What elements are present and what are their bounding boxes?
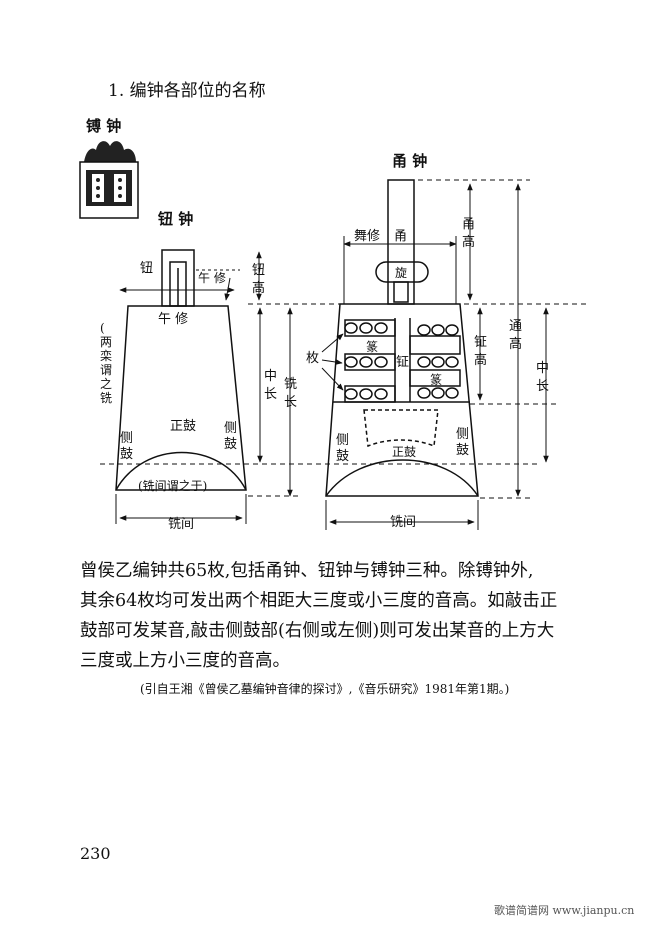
section-heading: 1. 编钟各部位的名称: [108, 81, 266, 101]
liang-luan-char-1: (: [100, 321, 105, 335]
tong-gao-char-2: 高: [509, 336, 522, 352]
niu-cegu-left-2: 鼓: [120, 447, 133, 462]
body-line-4: 三度或上方小三度的音高。: [80, 651, 290, 671]
citation: (引自王湘《曾侯乙墓编钟音律的探讨》,《音乐研究》1981年第1期。): [140, 682, 510, 696]
mei-knobs: [344, 322, 459, 400]
yong-cegu-right-1: 侧: [456, 427, 469, 442]
niu-xianchang-char-2: 长: [284, 395, 297, 410]
liang-luan-char-6: 铣: [100, 391, 112, 405]
body-line-3: 鼓部可发某音,敲击侧鼓部(右侧或左侧)则可发出某音的上方大: [80, 621, 555, 641]
bo-bell-illustration: [79, 141, 139, 219]
page-number: 230: [80, 844, 111, 863]
mei-label: 枚: [306, 351, 319, 366]
liang-luan-char-5: 之: [100, 377, 112, 391]
zheng-gao-char-2: 高: [474, 352, 487, 368]
niu-xianjian-label: 铣间: [168, 517, 194, 532]
body-line-2: 其余64枚均可发出两个相距大三度或小三度的音高。如敲击正: [80, 591, 558, 611]
niu-wuxiu-top-label: 午 修: [198, 270, 226, 285]
zhuan-label-2: 篆: [430, 372, 442, 387]
niu-wuxiu-label: 午 修: [158, 312, 188, 327]
niu-cegu-right-2: 鼓: [224, 437, 237, 452]
tong-gao-char-1: 通: [509, 319, 522, 334]
yong-xianjian-label: 铣间: [390, 515, 416, 530]
yong-cegu-right-2: 鼓: [456, 443, 469, 458]
yong-zhenggu-label: 正鼓: [392, 445, 416, 459]
niu-zhenggu-label: 正鼓: [170, 419, 196, 434]
niu-cegu-left-1: 侧: [120, 431, 133, 446]
yong-zhongchang-char-1: 中: [536, 361, 549, 376]
yong-cegu-left-2: 鼓: [336, 449, 349, 464]
niu-cegu-right-1: 侧: [224, 421, 237, 436]
body-line-1: 曾侯乙编钟共65枚,包括甬钟、钮钟与镈钟三种。除镈钟外,: [80, 561, 534, 581]
niu-bell-drawing: [115, 249, 247, 491]
watermark: 歌谱简谱网 www.jianpu.cn: [494, 904, 635, 917]
zhuan-label-1: 篆: [366, 339, 378, 354]
niu-knob-label: 钮: [140, 261, 153, 276]
yong-gao-char-2: 高: [462, 234, 475, 250]
yong-dimension-lines: [321, 179, 560, 530]
zheng-gao-char-1: 钲: [474, 335, 487, 350]
yong-bell-title: 甬 钟: [392, 152, 427, 170]
niu-bell-title: 钮 钟: [158, 210, 193, 228]
yong-zhongchang-char-2: 长: [536, 379, 549, 394]
liang-luan-char-2: 两: [100, 335, 112, 349]
niu-xianchang-char-1: 铣: [284, 377, 297, 392]
niu-zhongchang-char-1: 中: [264, 369, 277, 384]
liang-luan-char-3: 栾: [100, 348, 112, 363]
yong-cegu-left-1: 侧: [336, 433, 349, 448]
niu-gao-char-1: 钮: [252, 263, 265, 278]
yong-gao-char-1: 甬: [462, 217, 475, 232]
niu-zhongchang-char-2: 长: [264, 387, 277, 402]
yong-wuxiu-label: 舞修: [354, 229, 380, 244]
niu-gao-char-2: 高: [252, 280, 265, 296]
yong-handle-label: 甬: [394, 229, 407, 244]
body-paragraph: 曾侯乙编钟共65枚,包括甬钟、钮钟与镈钟三种。除镈钟外, 其余64枚均可发出两个…: [80, 556, 580, 676]
zheng-label: 钲: [396, 355, 409, 370]
xuan-label: 旋: [395, 266, 407, 280]
niu-yu-label: (铣间谓之于): [138, 479, 207, 493]
bell-parts-diagram: 镈 钟 钮 钟 钮 午 修 钮 高 午 修 ( 两: [79, 117, 590, 532]
liang-luan-char-4: 谓: [100, 363, 112, 377]
bo-bell-title: 镈 钟: [86, 117, 121, 135]
